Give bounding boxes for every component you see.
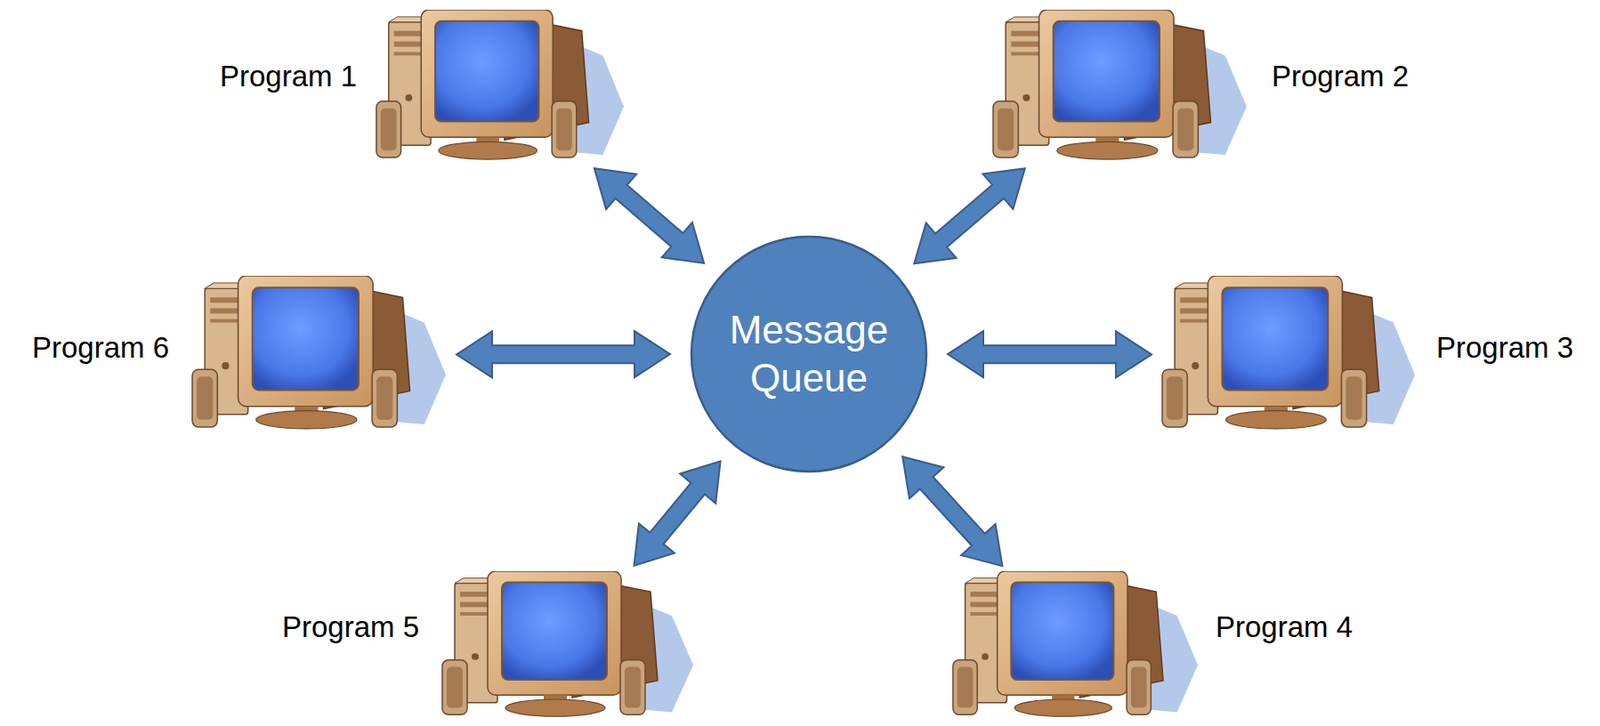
computer-drawing (993, 9, 1247, 160)
queue-label: Message Queue (715, 306, 903, 402)
computer-node: Program 4 (949, 571, 1202, 721)
block-arrow (947, 331, 1152, 378)
program-label: Program 2 (1271, 58, 1409, 95)
program-label: Program 3 (1436, 330, 1574, 366)
computer-node: Program 2 (989, 9, 1251, 164)
computer-drawing (953, 571, 1198, 717)
program-label: Program 6 (32, 330, 170, 366)
computer-drawing (376, 9, 624, 160)
computer-node: Program 1 (372, 9, 628, 164)
computer-node: Program 5 (438, 571, 697, 721)
block-arrow (456, 331, 671, 378)
computer-icon (989, 9, 1251, 164)
circle-shape (689, 234, 929, 474)
computer-node: Program 3 (1158, 275, 1419, 434)
computer-icon (1158, 275, 1419, 434)
program-label: Program 1 (219, 58, 357, 95)
computer-icon (188, 275, 450, 434)
computer-drawing (1162, 275, 1415, 429)
block-arrow (634, 460, 721, 566)
program-label: Program 5 (282, 609, 420, 646)
computer-icon (438, 571, 697, 721)
computer-drawing (442, 571, 694, 717)
program-label: Program 4 (1215, 609, 1353, 646)
computer-drawing (192, 275, 446, 429)
computer-node: Program 6 (188, 275, 450, 434)
computer-icon (372, 9, 628, 164)
block-arrow (913, 168, 1026, 264)
block-arrow (902, 456, 1003, 566)
block-arrow (594, 168, 704, 264)
circle-outline (691, 236, 927, 472)
queue-circle: Message Queue (689, 234, 929, 474)
computer-icon (949, 571, 1202, 721)
